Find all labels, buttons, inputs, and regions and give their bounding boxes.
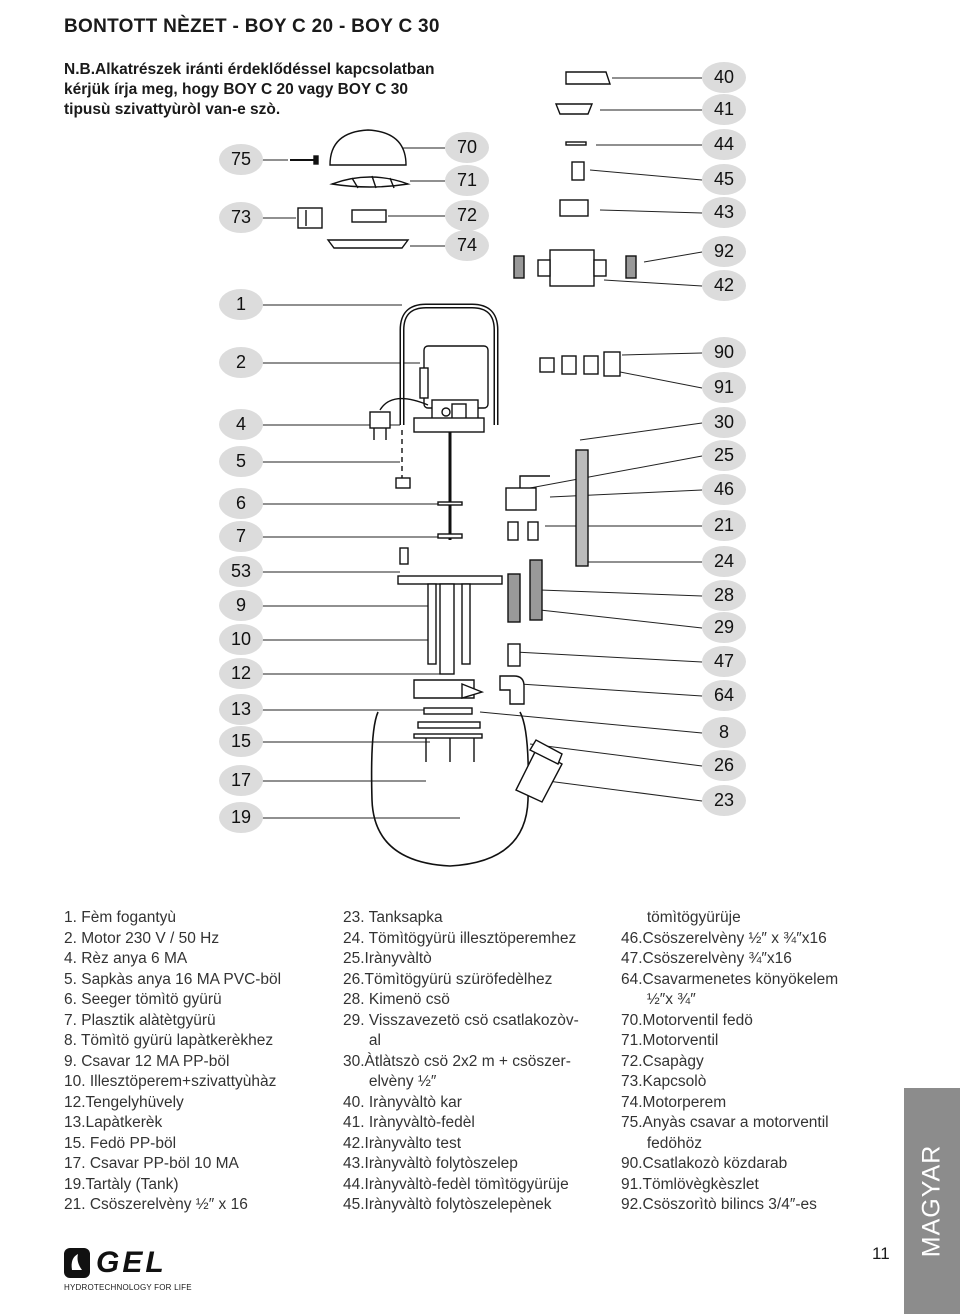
legend-item: 26.Tömìtögyürü szüröfedèlhez [343,970,553,988]
legend-item: elvèny ½″ [343,1073,437,1090]
legend-item: 64.Csavarmenetes könyökelem [621,970,839,988]
callout-17: 17 [219,765,263,796]
legend-item: fedöhöz [621,1134,702,1152]
callout-10: 10 [219,624,263,655]
callout-44: 44 [702,129,746,160]
legend-item: 45.Irànyvàltò folytòszelepènek [343,1196,552,1213]
callout-41: 41 [702,94,746,125]
callout-73: 73 [219,202,263,233]
legend-item: ½″x ¾″ [621,991,696,1008]
legend-item: 6. Seeger tömìtö gyürü [64,991,222,1008]
legend-item: 41. Irànyvàltò-fedèl [343,1114,475,1131]
callout-40: 40 [702,62,746,93]
legend-item: 30.Àtlàtszò csö 2x2 m + csöszer- [343,1052,571,1070]
legend-item: 40. Irànyvàltò kar [343,1093,462,1111]
callout-13: 13 [219,694,263,725]
legend-item: 46.Csöszerelvèny ½″ x ¾″x16 [621,929,827,947]
legend-item: 21. Csöszerelvèny ½″ x 16 [64,1196,248,1213]
legend-item: 71.Motorventil [621,1032,719,1049]
callout-91: 91 [702,372,746,403]
exploded-view-diagram: 75 73 1 2 4 5 6 7 53 9 10 12 13 15 17 19… [219,62,746,867]
legend-item: 74.Motorperem [621,1093,727,1111]
callout-29: 29 [702,612,746,643]
legend-item: 47.Csöszerelvèny ¾″x16 [621,950,792,967]
legend-item: 1. Fèm fogantyù [64,909,177,926]
language-label: MAGYAR [917,1144,946,1258]
callout-23: 23 [702,785,746,816]
callout-1: 1 [219,289,263,320]
legend-item: 72.Csapàgy [621,1052,704,1070]
legend-item: 2. Motor 230 V / 50 Hz [64,929,220,947]
legend-item: 25.Irànyvàltò [343,950,432,967]
legend-item: 92.Csöszorìtò bilincs 3/4″-es [621,1196,817,1213]
language-tab: MAGYAR [904,1088,960,1314]
callout-6: 6 [219,488,263,519]
callout-43: 43 [702,197,746,228]
legend-item: 29. Visszavezetö csö csatlakozòv- [343,1011,579,1029]
legend-item: 12.Tengelyhüvely [64,1093,184,1111]
legend-item: 75.Anyàs csavar a motorventil [621,1114,829,1131]
legend-item: 73.Kapcsolò [621,1073,707,1090]
callout-90: 90 [702,337,746,368]
legend-item: 44.Irànyvàltò-fedèl tömìtögyürüje [343,1175,569,1193]
legend-item: 24. Tömìtögyürü illesztöperemhez [343,929,577,947]
callout-12: 12 [219,658,263,689]
callout-21: 21 [702,510,746,541]
page-title: BONTOTT NÈZET - BOY C 20 - BOY C 30 [64,16,440,37]
gel-logo [64,1246,204,1296]
logo-tagline: HYDROTECHNOLOGY FOR LIFE [64,1283,192,1292]
legend-item: 91.Tömlövègkèszlet [621,1175,759,1193]
callout-4: 4 [219,409,263,440]
callout-26: 26 [702,750,746,781]
callout-92: 92 [702,236,746,267]
legend-item: 4. Rèz anya 6 MA [64,950,188,967]
legend-item: 70.Motorventil fedö [621,1011,753,1029]
legend-item: 15. Fedö PP-böl [64,1134,177,1152]
callout-28: 28 [702,580,746,611]
callout-45: 45 [702,164,746,195]
callout-8: 8 [702,717,746,748]
callout-19: 19 [219,802,263,833]
ordering-note: N.B.Alkatrészek iránti érdeklődéssel kap… [64,61,435,118]
legend-item: 19.Tartàly (Tank) [64,1175,179,1193]
legend-item: 9. Csavar 12 MA PP-böl [64,1052,230,1070]
legend-item: al [343,1032,381,1049]
legend-item: 42.Irànyvàlto test [343,1134,462,1152]
callout-75: 75 [219,144,263,175]
callout-2: 2 [219,347,263,378]
parts-legend-column-2: 23. Tanksapka 24. Tömìtögyürü illesztöpe… [343,908,579,1216]
legend-item: 43.Irànyvàltò folytòszelep [343,1155,518,1172]
legend-item: 90.Csatlakozò közdarab [621,1155,788,1172]
parts-legend-column-3: tömìtögyürüje 46.Csöszerelvèny ½″ x ¾″x1… [621,908,838,1216]
callout-15: 15 [219,726,263,757]
callout-72: 72 [445,200,489,231]
callout-46: 46 [702,474,746,505]
callout-30: 30 [702,407,746,438]
legend-item: tömìtögyürüje [621,909,741,926]
callout-71: 71 [445,165,489,196]
callout-42: 42 [702,270,746,301]
legend-item: 8. Tömìtö gyürü lapàtkerèkhez [64,1032,274,1049]
callout-7: 7 [219,521,263,552]
exploded-view-drawing [262,71,703,867]
legend-item: 10. Illesztöperem+szivattyùhàz [64,1073,277,1090]
callout-70: 70 [445,132,489,163]
legend-item: 5. Sapkàs anya 16 MA PVC-böl [64,970,282,988]
parts-legend-column-1: 1. Fèm fogantyù 2. Motor 230 V / 50 Hz 4… [64,908,281,1216]
callout-47: 47 [702,646,746,677]
callout-64: 64 [702,680,746,711]
legend-item: 28. Kimenö csö [343,991,450,1008]
page-number: 11 [872,1244,890,1263]
logo-wordmark: GEL [96,1246,167,1279]
callout-53: 53 [219,556,263,587]
callout-74: 74 [445,230,489,261]
callout-24: 24 [702,546,746,577]
legend-item: 7. Plasztik alàtètgyürü [64,1011,216,1029]
legend-item: 17. Csavar PP-böl 10 MA [64,1155,239,1172]
callout-25: 25 [702,440,746,471]
legend-item: 13.Lapàtkerèk [64,1114,163,1131]
callout-9: 9 [219,590,263,621]
callout-5: 5 [219,446,263,477]
legend-item: 23. Tanksapka [343,909,443,926]
